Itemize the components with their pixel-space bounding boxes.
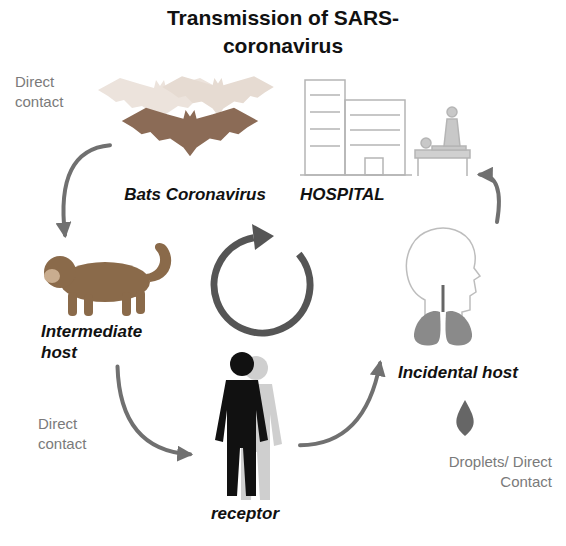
lungs-illustration [406, 228, 480, 345]
door [365, 158, 383, 175]
window-line [310, 128, 340, 130]
receptor-node: receptor [190, 345, 300, 527]
monkey-tail [146, 243, 171, 282]
node-label: Bats Coronavirus [110, 184, 280, 205]
doctor-head [447, 107, 457, 117]
ground-line [300, 174, 412, 176]
droplet-icon [456, 400, 473, 436]
person-illustration [215, 352, 282, 500]
intermediate-host-node: Intermediate host [35, 235, 185, 367]
diagram-title: Transmission of SARS-coronavirus [158, 4, 408, 61]
building [305, 80, 345, 175]
monkey-face [44, 269, 60, 283]
faded-bat [162, 76, 274, 116]
edge-label: Direct contact [15, 72, 85, 113]
hospital-node: HOSPITAL [292, 68, 480, 208]
monkey-leg [68, 292, 77, 316]
hospital-illustration [300, 80, 470, 176]
node-label: Intermediate host [41, 321, 173, 364]
building [345, 100, 405, 175]
monkey-illustration [44, 243, 171, 316]
cycle-arrow [214, 224, 310, 333]
lung [414, 311, 441, 345]
monkey-leg [122, 292, 131, 316]
window-line [350, 129, 400, 131]
window-line [310, 111, 340, 113]
monkey-head [44, 256, 76, 288]
incidental-host-node: Incidental host [380, 222, 536, 386]
bed-leg [466, 158, 468, 176]
cycle-arc [214, 238, 310, 333]
window-line [350, 144, 400, 146]
monkey-leg [84, 294, 93, 316]
patient-head [421, 138, 431, 148]
bed [415, 150, 470, 158]
person-silhouette [215, 352, 268, 496]
bats-illustration [98, 76, 274, 156]
doctor-body [444, 119, 460, 146]
window-line [310, 94, 340, 96]
node-label: HOSPITAL [300, 184, 480, 205]
node-label: Incidental host [380, 362, 536, 383]
monkey-leg [136, 290, 145, 314]
transmission-arrow [480, 175, 499, 222]
edge-label: Direct contact [38, 414, 108, 455]
trachea [442, 285, 445, 312]
bats-node: Bats Coronavirus [110, 68, 280, 208]
transmission-arrow [63, 145, 110, 235]
bed-leg [417, 158, 419, 176]
bat [122, 108, 258, 156]
node-label: receptor [190, 503, 300, 524]
edge-label: Droplets/ Direct Contact [440, 452, 552, 493]
transmission-arrow [300, 363, 380, 445]
cycle-arrowhead [252, 224, 274, 250]
transmission-arrow [118, 367, 191, 455]
window-line [350, 114, 400, 116]
lung [445, 311, 472, 345]
head-outline [406, 228, 480, 345]
window-line [310, 145, 340, 147]
